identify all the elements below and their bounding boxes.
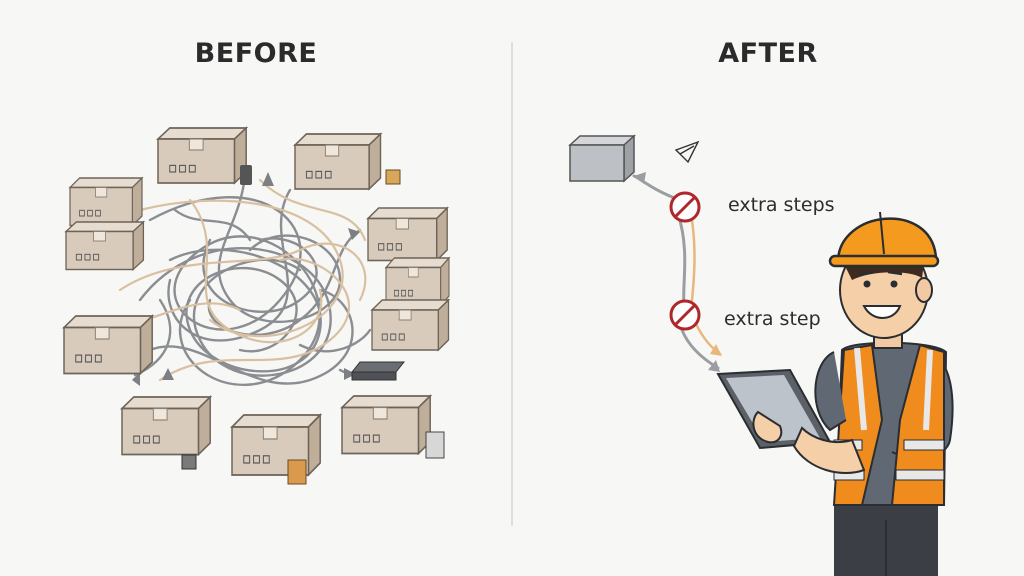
- streamlined-workflow-illustration: [568, 134, 954, 576]
- box: [231, 414, 322, 476]
- chaotic-warehouse-illustration: [63, 127, 450, 485]
- box: [294, 133, 382, 190]
- box: [371, 299, 450, 351]
- before-title: BEFORE: [194, 38, 318, 69]
- box: [341, 395, 432, 455]
- box: [63, 315, 154, 375]
- box: [367, 207, 448, 262]
- box: [121, 396, 212, 456]
- after-panel: AFTER: [512, 0, 1024, 576]
- prohibited-icon: [669, 299, 701, 331]
- annotation-extra-steps: extra steps: [728, 194, 835, 216]
- scanner-device-icon: [350, 361, 406, 381]
- before-panel: BEFORE: [63, 38, 450, 485]
- annotation-extra-step: extra step: [724, 308, 821, 330]
- after-title: AFTER: [718, 38, 818, 69]
- lock-icon: [181, 165, 445, 485]
- package-box-icon: [568, 134, 636, 183]
- worker-illustration: [716, 211, 954, 576]
- tangled-routes: [133, 173, 387, 387]
- panel-divider: [511, 42, 513, 526]
- box-stack-left: [65, 177, 145, 271]
- box: [385, 257, 450, 307]
- box: [157, 127, 248, 184]
- paper-plane-icon: [674, 140, 700, 164]
- prohibited-icon: [669, 191, 701, 223]
